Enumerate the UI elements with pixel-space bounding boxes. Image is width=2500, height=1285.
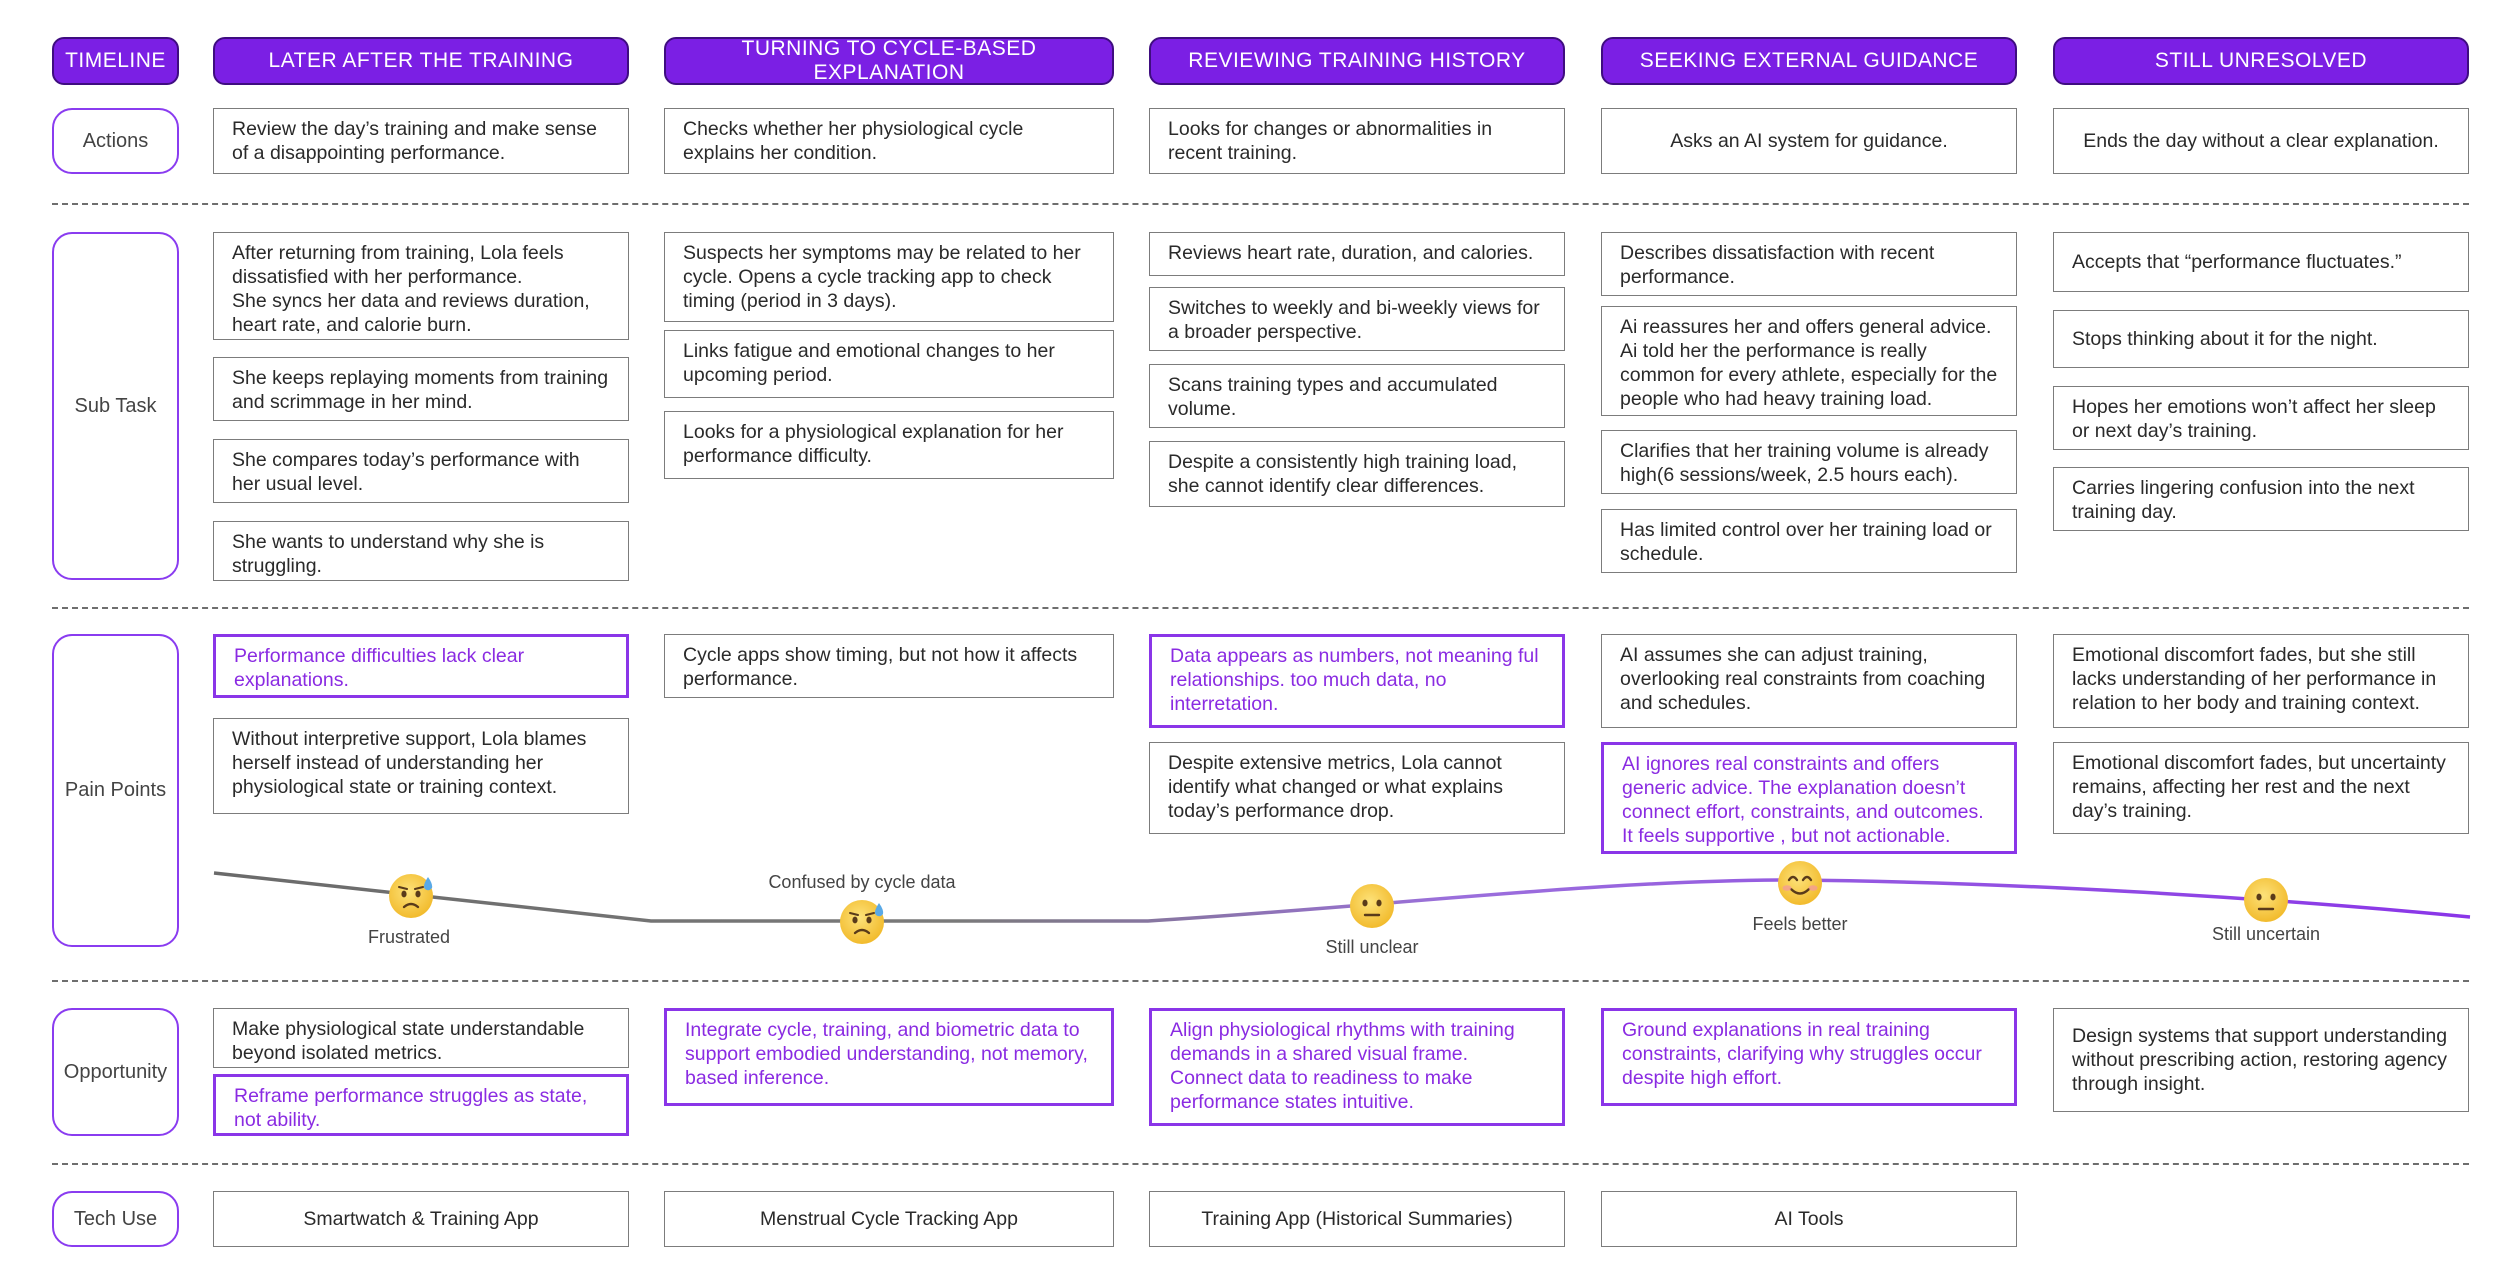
pain-point-highlight: AI ignores real constraints and offers g… — [1601, 742, 2017, 854]
smile-emoji-icon — [1778, 861, 1822, 905]
tech-use-box: Training App (Historical Summaries) — [1149, 1191, 1565, 1247]
opportunity-box: Make physiological state understandable … — [213, 1008, 629, 1068]
emotion-label: Frustrated — [367, 927, 451, 947]
sweat-frown-emoji-icon — [389, 874, 433, 918]
action-box: Review the day’s training and make sense… — [213, 108, 629, 174]
tech-use-box: Smartwatch & Training App — [213, 1191, 629, 1247]
row-label-opportunity: Opportunity — [52, 1008, 179, 1136]
pain-point-box: Cycle apps show timing, but not how it a… — [664, 634, 1114, 698]
subtask-box: After returning from training, Lola feel… — [213, 232, 629, 340]
stage-header-1: LATER AFTER THE TRAINING — [213, 37, 629, 85]
neutral-emoji-icon — [2244, 878, 2288, 922]
neutral-emoji-icon — [1350, 884, 1394, 928]
pain-point-box: Emotional discomfort fades, but she stil… — [2053, 634, 2469, 728]
action-box: Ends the day without a clear explanation… — [2053, 108, 2469, 174]
pain-point-box: Despite extensive metrics, Lola cannot i… — [1149, 742, 1565, 834]
subtask-box: She compares today’s performance with he… — [213, 439, 629, 503]
opportunity-highlight: Align physiological rhythms with trainin… — [1149, 1008, 1565, 1126]
opportunity-highlight: Ground explanations in real training con… — [1601, 1008, 2017, 1106]
subtask-box: Ai reassures her and offers general advi… — [1601, 306, 2017, 416]
subtask-box: Reviews heart rate, duration, and calori… — [1149, 232, 1565, 276]
section-divider — [52, 203, 2469, 205]
sweat-frown-emoji-icon — [840, 900, 884, 944]
row-label-subtask: Sub Task — [52, 232, 179, 580]
subtask-box: Scans training types and accumulated vol… — [1149, 364, 1565, 428]
subtask-box: Stops thinking about it for the night. — [2053, 310, 2469, 368]
stage-header-3: REVIEWING TRAINING HISTORY — [1149, 37, 1565, 85]
tech-use-box: AI Tools — [1601, 1191, 2017, 1247]
pain-point-box: Without interpretive support, Lola blame… — [213, 718, 629, 814]
subtask-box: Clarifies that her training volume is al… — [1601, 430, 2017, 494]
subtask-box: Despite a consistently high training loa… — [1149, 441, 1565, 507]
tech-use-box: Menstrual Cycle Tracking App — [664, 1191, 1114, 1247]
pain-point-highlight: Data appears as numbers, not meaning ful… — [1149, 634, 1565, 728]
subtask-box: Switches to weekly and bi-weekly views f… — [1149, 287, 1565, 351]
action-box: Looks for changes or abnormalities in re… — [1149, 108, 1565, 174]
section-divider — [52, 980, 2469, 982]
emotion-label: Still unclear — [1325, 937, 1419, 957]
emotion-label: Still uncertain — [2211, 924, 2321, 944]
stage-header-4: SEEKING EXTERNAL GUIDANCE — [1601, 37, 2017, 85]
pain-point-box: AI assumes she can adjust training, over… — [1601, 634, 2017, 728]
subtask-box: Suspects her symptoms may be related to … — [664, 232, 1114, 322]
subtask-box: Links fatigue and emotional changes to h… — [664, 330, 1114, 398]
row-label-pain-points: Pain Points — [52, 634, 179, 947]
section-divider — [52, 607, 2469, 609]
action-box: Asks an AI system for guidance. — [1601, 108, 2017, 174]
subtask-box: Accepts that “performance fluctuates.” — [2053, 232, 2469, 292]
pain-point-box: Emotional discomfort fades, but uncertai… — [2053, 742, 2469, 834]
subtask-box: Hopes her emotions won’t affect her slee… — [2053, 386, 2469, 450]
subtask-box: Has limited control over her training lo… — [1601, 509, 2017, 573]
emotion-label: Feels better — [1752, 914, 1848, 934]
opportunity-highlight: Integrate cycle, training, and biometric… — [664, 1008, 1114, 1106]
row-label-tech-use: Tech Use — [52, 1191, 179, 1247]
stage-header-5: STILL UNRESOLVED — [2053, 37, 2469, 85]
action-box: Checks whether her physiological cycle e… — [664, 108, 1114, 174]
subtask-box: Carries lingering confusion into the nex… — [2053, 467, 2469, 531]
opportunity-highlight: Reframe performance struggles as state, … — [213, 1074, 629, 1136]
subtask-box: Looks for a physiological explanation fo… — [664, 411, 1114, 479]
opportunity-box: Design systems that support understandin… — [2053, 1008, 2469, 1112]
subtask-box: Describes dissatisfaction with recent pe… — [1601, 232, 2017, 296]
pain-point-highlight: Performance difficulties lack clear expl… — [213, 634, 629, 698]
emotion-curve-line — [213, 871, 2471, 923]
emotion-label: Confused by cycle data — [768, 872, 956, 892]
stage-header-2: TURNING TO CYCLE-BASED EXPLANATION — [664, 37, 1114, 85]
section-divider — [52, 1163, 2469, 1165]
row-label-actions: Actions — [52, 108, 179, 174]
subtask-box: She wants to understand why she is strug… — [213, 521, 629, 581]
subtask-box: She keeps replaying moments from trainin… — [213, 357, 629, 421]
timeline-header: TIMELINE — [52, 37, 179, 85]
